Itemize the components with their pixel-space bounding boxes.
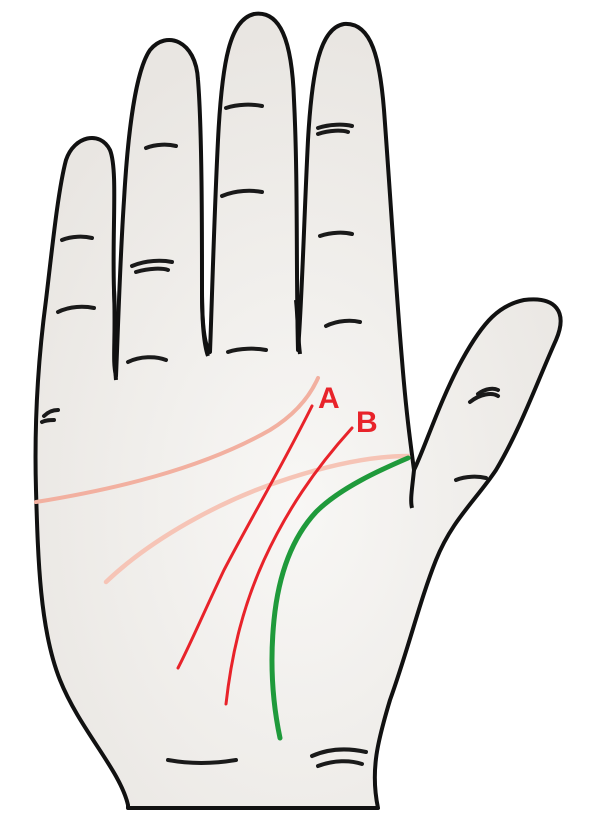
finger-gap-3 <box>294 299 302 355</box>
wrist-creases <box>166 747 368 768</box>
life-line <box>269 455 411 741</box>
thumb-inner-contour <box>409 469 416 509</box>
finger-creases <box>40 102 500 482</box>
line-a <box>176 404 314 670</box>
heart-line <box>34 376 320 504</box>
finger-gap-1 <box>112 289 118 381</box>
label-a: A <box>318 382 340 415</box>
hand-outline <box>33 11 563 810</box>
line-b <box>224 426 354 706</box>
finger-gap-2 <box>200 289 210 357</box>
head-line <box>103 453 411 585</box>
label-b: B <box>356 406 378 439</box>
